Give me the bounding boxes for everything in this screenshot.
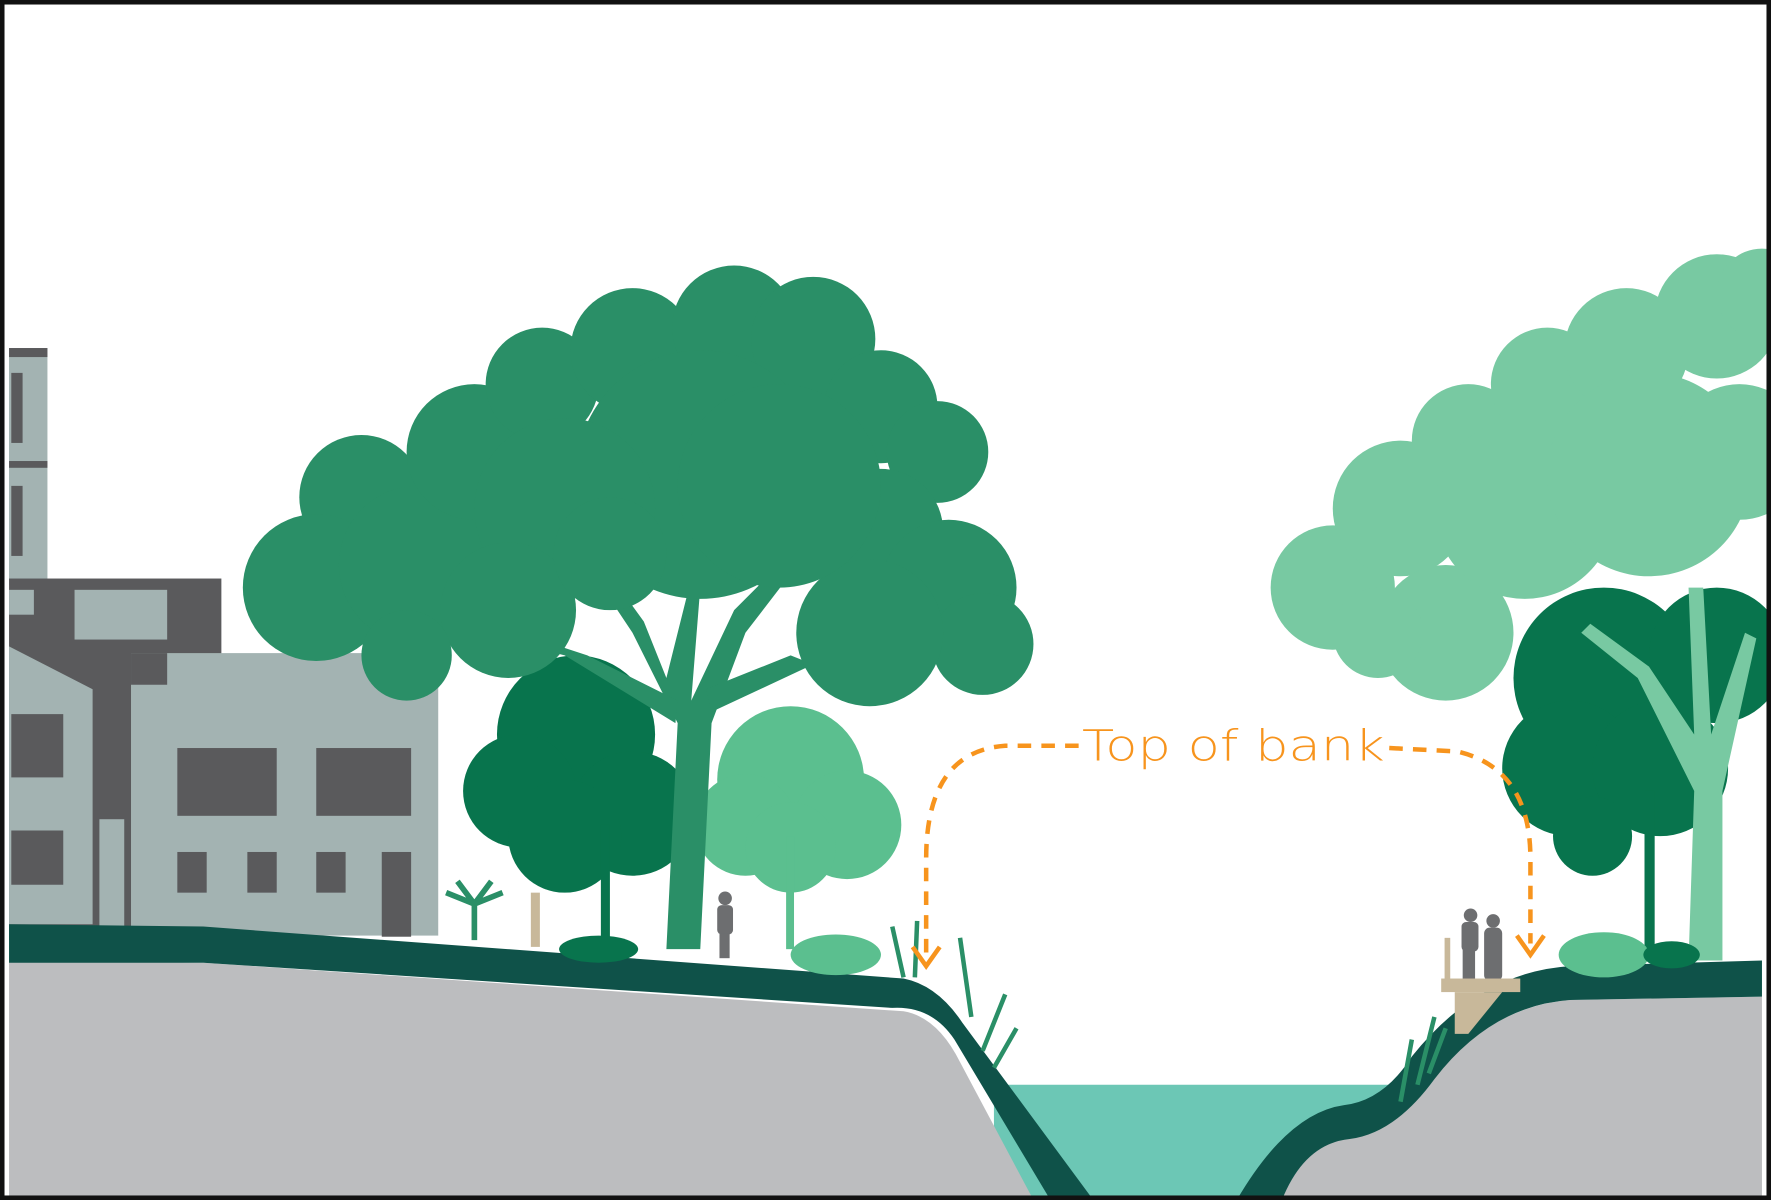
large-tree-right — [1270, 248, 1771, 961]
right-arrow-path — [1389, 745, 1533, 944]
top-of-bank-arrows — [923, 743, 1533, 961]
shrubs — [445, 879, 1700, 1103]
left-arrowhead-icon — [910, 945, 942, 971]
top-of-bank-label: Top of bank — [1082, 721, 1385, 771]
arrowheads — [910, 934, 1546, 971]
dark-tree-left — [463, 655, 695, 938]
left-bank-ground — [9, 960, 1034, 1200]
right-bank-ground — [1276, 996, 1762, 1200]
large-tree-left — [242, 265, 1034, 950]
right-bank-edge — [1236, 960, 1762, 1200]
people — [717, 891, 1503, 981]
viewing-deck — [1441, 937, 1521, 1034]
left-arrow-path — [923, 743, 1079, 961]
buildings — [9, 348, 439, 941]
light-tree-left — [694, 706, 902, 950]
right-arrowhead-icon — [1515, 934, 1546, 959]
left-bank-edge — [9, 924, 1094, 1200]
